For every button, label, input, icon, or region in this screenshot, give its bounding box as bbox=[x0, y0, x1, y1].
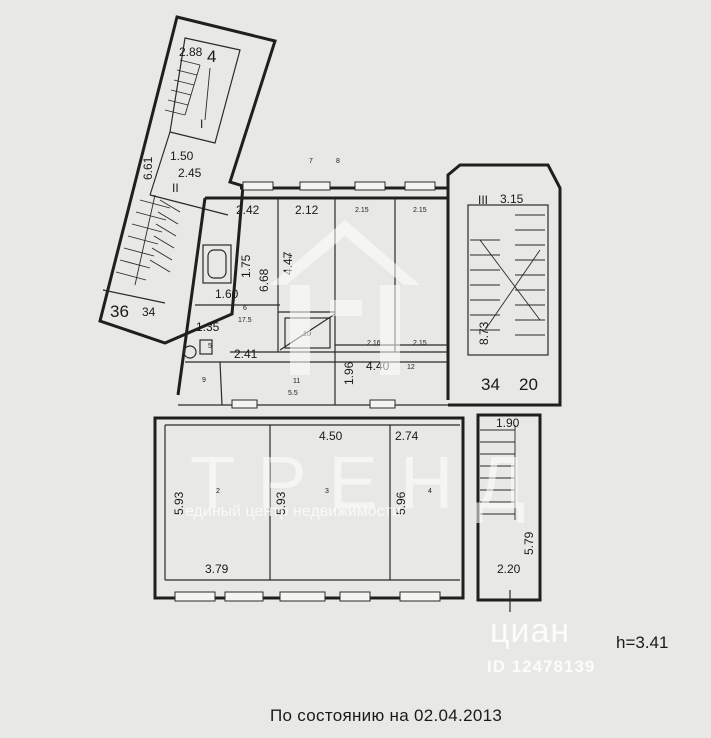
brand-watermark-tagline: единый центр недвижимости bbox=[185, 503, 401, 520]
stair-labels: I II III bbox=[172, 117, 488, 207]
dimension-label: 34 bbox=[142, 305, 156, 319]
dimension-label: 34 bbox=[481, 375, 500, 394]
dimension-label: 2.15 bbox=[413, 340, 427, 347]
brand-watermark-title: ТРЕНД bbox=[190, 441, 548, 524]
house-logo-watermark bbox=[270, 220, 420, 375]
room-number: 11 bbox=[293, 378, 300, 385]
room-number: 12 bbox=[407, 364, 415, 371]
room-number: 8 bbox=[336, 158, 340, 165]
dimension-label: 2.15 bbox=[355, 207, 369, 214]
dimension-label: 2.16 bbox=[367, 340, 381, 347]
dimension-label: 2.12 bbox=[295, 203, 319, 217]
dimension-label: 2.74 bbox=[395, 429, 419, 443]
room-number: 1 bbox=[288, 253, 292, 260]
dimension-label: 5.79 bbox=[522, 531, 536, 555]
dimension-labels: 2.88 4 1.50 2.45 6.61 36 34 2.42 2.12 2.… bbox=[110, 45, 538, 576]
dimension-label: 2.42 bbox=[236, 203, 260, 217]
dimension-label: 1.60 bbox=[215, 287, 239, 301]
ceiling-height-label: h=3.41 bbox=[616, 633, 669, 652]
dimension-label: 36 bbox=[110, 302, 129, 321]
room-area: 5.5 bbox=[288, 390, 298, 397]
dimension-label: 1.96 bbox=[342, 361, 356, 385]
dimension-label: 1.50 bbox=[170, 149, 194, 163]
stair-label: II bbox=[172, 181, 179, 195]
dimension-label: 4 bbox=[207, 47, 216, 66]
dimension-label: 8.73 bbox=[477, 321, 491, 345]
dimension-label: 3.15 bbox=[500, 192, 524, 206]
room-number: 9 bbox=[202, 377, 206, 384]
dimension-label: 3.79 bbox=[205, 562, 229, 576]
dimension-label: 1.90 bbox=[496, 416, 520, 430]
dimension-label: 5.93 bbox=[274, 491, 288, 515]
room-number: 2 bbox=[216, 488, 220, 495]
cian-watermark-id: ID 12478139 bbox=[487, 657, 596, 676]
room-number: 3 bbox=[325, 488, 329, 495]
room-number: 4 bbox=[428, 488, 432, 495]
dimension-label: 1.35 bbox=[196, 320, 220, 334]
plan-date-caption: По состоянию на 02.04.2013 bbox=[270, 706, 503, 725]
dimension-label: 2.20 bbox=[497, 562, 521, 576]
dimension-label: 1.75 bbox=[239, 254, 253, 278]
room-number: 5 bbox=[208, 343, 212, 350]
stair-label: III bbox=[478, 193, 488, 207]
room-number: 7 bbox=[309, 158, 313, 165]
bottom-rooms bbox=[153, 416, 465, 602]
dimension-label: 2.88 bbox=[179, 45, 203, 59]
stair-block-left bbox=[98, 15, 277, 345]
room-number: 6 bbox=[243, 305, 247, 312]
dimension-label: 6.68 bbox=[257, 268, 271, 292]
dimension-label: 6.61 bbox=[141, 156, 155, 180]
dimension-label: 20 bbox=[519, 375, 538, 394]
dimension-label: 5.93 bbox=[172, 491, 186, 515]
dimension-label: 2.41 bbox=[234, 347, 258, 361]
dimension-label: 2.45 bbox=[178, 166, 202, 180]
stair-label: I bbox=[200, 117, 203, 131]
stair-block-right bbox=[446, 163, 562, 612]
room-area: 17.5 bbox=[238, 317, 252, 324]
dimension-label: 2.15 bbox=[413, 207, 427, 214]
cian-watermark-logo: циан bbox=[490, 612, 571, 650]
dimension-label: 4.50 bbox=[319, 429, 343, 443]
dimension-label: 5.96 bbox=[394, 491, 408, 515]
